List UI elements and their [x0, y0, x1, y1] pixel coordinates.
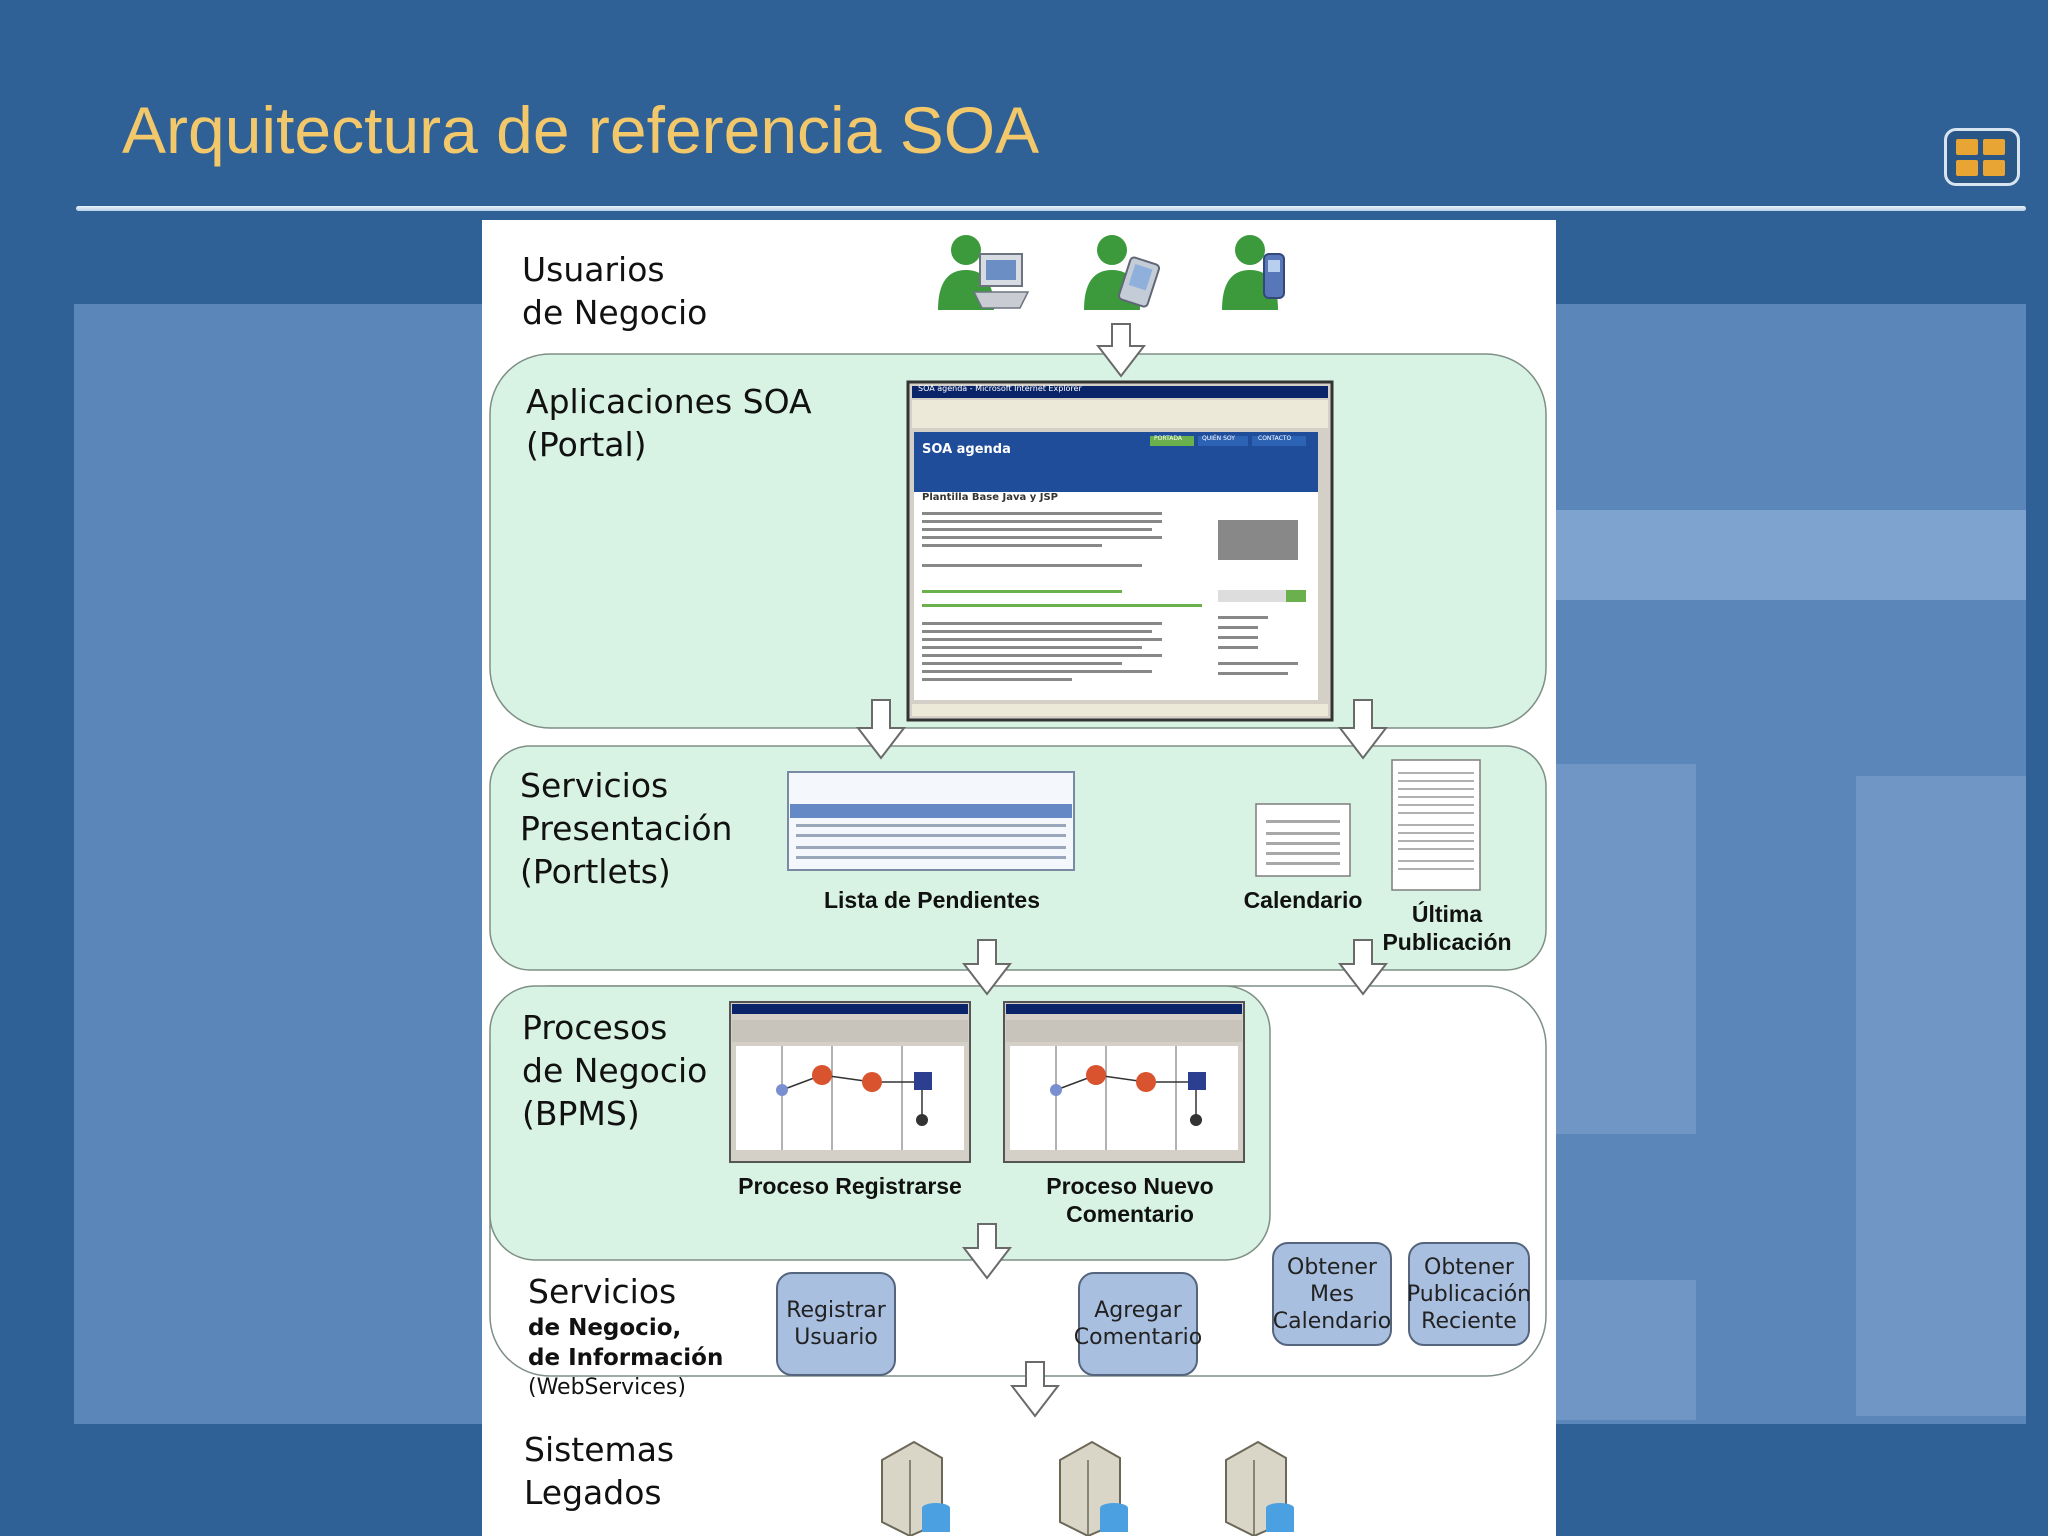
arrow-portal-to-publicacion — [1337, 699, 1389, 760]
service-box-obtener-publicacion-reciente[interactable]: Obtener Publicación Reciente — [1406, 1242, 1532, 1346]
portlet-caption-line: Publicación — [1382, 929, 1512, 955]
service-box-line: Comentario — [1073, 1325, 1203, 1350]
soa-architecture-diagram: SOA agenda - Microsoft Internet Explorer… — [482, 220, 1556, 1536]
background-panel-light — [1556, 764, 1696, 1134]
portal-label: Aplicaciones SOA (Portal) — [526, 380, 812, 466]
service-box-obtener-mes-calendario[interactable]: Obtener Mes Calendario — [1272, 1242, 1392, 1346]
process-caption: Proceso Nuevo Comentario — [990, 1172, 1270, 1228]
process-caption: Proceso Registrarse — [710, 1172, 990, 1200]
background-panel-light — [1556, 510, 2026, 600]
proceso-registrarse-screenshot — [729, 1001, 971, 1163]
diagram-graphics — [489, 235, 1547, 1536]
calendario-screenshot — [1255, 803, 1351, 877]
portal-label-line: (Portal) — [526, 425, 647, 464]
service-box-registrar-usuario[interactable]: Registrar Usuario — [776, 1272, 896, 1376]
service-box-line: Usuario — [794, 1325, 878, 1350]
service-box-line: Obtener — [1287, 1254, 1377, 1280]
service-box-line: Mes — [1310, 1281, 1354, 1307]
processes-label-line: Procesos — [522, 1008, 668, 1047]
arrow-portal-to-lista — [855, 699, 907, 760]
slide-title: Arquitectura de referencia SOA — [122, 93, 1040, 167]
background-panel-light — [1856, 776, 2026, 1416]
server-database-icon — [881, 1440, 950, 1536]
arrow-users-to-portal — [1095, 323, 1147, 378]
portal-label-line: Aplicaciones SOA — [526, 382, 812, 421]
lista-pendientes-screenshot — [787, 771, 1075, 871]
ultima-publicacion-screenshot — [1391, 759, 1481, 891]
service-box-agregar-comentario[interactable]: Agregar Comentario — [1074, 1272, 1202, 1376]
service-box-line: Calendario — [1272, 1308, 1392, 1334]
portal-screenshot — [906, 380, 1334, 722]
services-label-line: (WebServices) — [528, 1375, 686, 1400]
proceso-nuevo-comentario-screenshot — [1003, 1001, 1245, 1163]
title-divider — [76, 206, 2026, 211]
portal-tab: CONTACTO — [1258, 435, 1292, 442]
arrow-publicacion-to-services — [1337, 939, 1389, 996]
portal-site-title: SOA agenda — [922, 442, 1011, 457]
users-label-line: Usuarios — [522, 250, 665, 289]
arrow-procesos-to-services — [961, 1223, 1013, 1280]
legacy-label: Sistemas Legados — [524, 1428, 674, 1514]
presentation-label-line: (Portlets) — [520, 852, 671, 891]
processes-label-line: (BPMS) — [522, 1094, 640, 1133]
server-database-icon — [1225, 1440, 1294, 1536]
process-caption-line: Proceso Registrarse — [738, 1173, 962, 1199]
presentation-label: Servicios Presentación (Portlets) — [520, 764, 732, 893]
processes-label-line: de Negocio — [522, 1051, 708, 1090]
legacy-label-line: Legados — [524, 1473, 662, 1512]
flow-arrow — [855, 323, 1389, 1418]
portal-tab: QUIÉN SOY — [1202, 435, 1235, 442]
user-desktop-icon — [938, 235, 1030, 310]
server-database-icon — [1059, 1440, 1128, 1536]
process-caption-line: Comentario — [1066, 1201, 1194, 1227]
users-label-line: de Negocio — [522, 293, 708, 332]
service-box-line: Registrar — [786, 1298, 886, 1323]
processes-label: Procesos de Negocio (BPMS) — [522, 1006, 707, 1135]
portal-window-title: SOA agenda - Microsoft Internet Explorer — [918, 384, 1082, 393]
process-caption-line: Proceso Nuevo — [1046, 1173, 1214, 1199]
service-box-line: Agregar — [1094, 1298, 1182, 1323]
portal-tab: PORTADA — [1154, 435, 1182, 442]
user-mobile-icon — [1222, 235, 1285, 310]
service-box-line: Reciente — [1421, 1308, 1517, 1334]
legacy-label-line: Sistemas — [524, 1430, 675, 1469]
presentation-label-line: Servicios — [520, 766, 669, 805]
user-pda-icon — [1084, 235, 1161, 310]
services-label-line: de Negocio, — [528, 1315, 682, 1341]
portal-heading: Plantilla Base Java y JSP — [922, 492, 1058, 503]
presentation-label-line: Presentación — [520, 809, 733, 848]
users-label: Usuarios de Negocio — [522, 248, 707, 334]
portlet-caption-line: Última — [1411, 901, 1483, 927]
service-box-line: Publicación — [1406, 1281, 1532, 1307]
services-label-line: Servicios — [528, 1272, 677, 1311]
portlet-caption: Última Publicación — [1382, 900, 1512, 956]
services-label: Servicios de Negocio, de Información (We… — [528, 1270, 723, 1403]
arrow-services-to-legacy — [1009, 1361, 1061, 1418]
services-label-line: de Información — [528, 1345, 724, 1371]
portlet-caption: Lista de Pendientes — [823, 887, 1040, 913]
grid-menu-icon[interactable] — [1944, 128, 2020, 186]
portlet-caption: Calendario — [1243, 887, 1363, 913]
arrow-lista-to-procesos — [961, 939, 1013, 996]
background-panel-light — [1556, 1280, 1696, 1420]
service-box-line: Obtener — [1424, 1254, 1514, 1280]
